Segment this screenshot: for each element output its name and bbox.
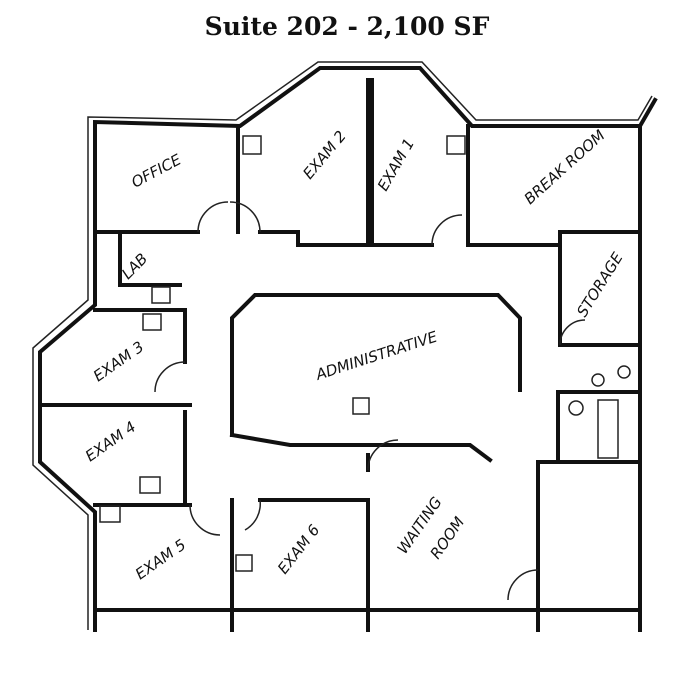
room-label-storage: STORAGE: [573, 249, 627, 320]
exterior-walls: [32, 61, 658, 632]
room-label-exam6: EXAM 6: [274, 521, 323, 577]
room-label-administrative: ADMINISTRATIVE: [313, 327, 440, 384]
room-label-break-room: BREAK ROOM: [521, 126, 609, 208]
room-label-exam3: EXAM 3: [90, 338, 147, 386]
room-label-exam1: EXAM 1: [374, 135, 418, 194]
plan-title: Suite 202 - 2,100 SF: [204, 12, 490, 41]
room-label-office: OFFICE: [128, 150, 184, 191]
door-swings: [154, 201, 586, 601]
room-label-exam4: EXAM 4: [82, 418, 139, 466]
room-label-lab: LAB: [118, 250, 151, 283]
room-labels: OFFICE EXAM 2 EXAM 1 BREAK ROOM LAB STOR…: [82, 126, 627, 583]
room-label-exam5: EXAM 5: [132, 536, 189, 584]
room-label-exam2: EXAM 2: [299, 127, 350, 182]
sinks: [99, 135, 631, 572]
